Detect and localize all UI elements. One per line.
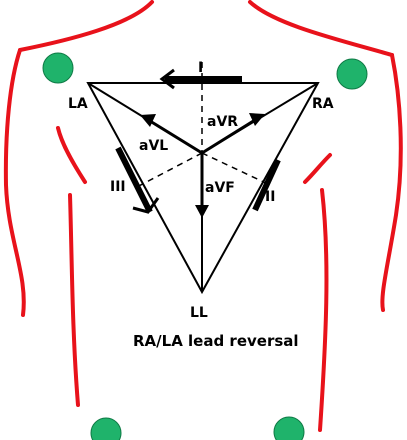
right-armpit-line [303, 153, 332, 184]
electrode-la-circle [42, 52, 74, 84]
label-lead-iii: III [110, 179, 126, 195]
label-avf: aVF [205, 180, 235, 196]
label-avr: aVR [207, 114, 238, 130]
right-torso-side-line [318, 188, 329, 432]
diagram-labels: LA RA LL I II III aVL aVR aVF [68, 60, 334, 321]
avr-arrowhead [249, 113, 265, 126]
electrode-ra-circle [336, 58, 368, 90]
lead-vectors [115, 68, 281, 214]
right-outer-arm-line [380, 53, 403, 312]
lead-iii-bar [115, 146, 153, 214]
avf-arrowhead [195, 205, 209, 218]
triangle-edges [86, 82, 320, 295]
augmented-vectors [140, 113, 265, 218]
lead-i-arrowhead [159, 68, 175, 90]
torso-outline [3, 0, 403, 432]
left-outer-arm-line [3, 48, 26, 317]
label-avl: aVL [139, 138, 168, 154]
avr-arrow-shaft [200, 118, 257, 155]
label-ll: LL [190, 305, 208, 321]
electrode-right-leg-circle [273, 416, 305, 440]
caption-lead-reversal: RA/LA lead reversal [133, 332, 299, 350]
electrode-left-leg-circle [90, 417, 122, 440]
electrodes [42, 52, 368, 440]
left-torso-side-line [68, 193, 80, 407]
left-neck-shoulder-line [18, 0, 154, 52]
label-la: LA [68, 96, 88, 112]
left-armpit-line [56, 126, 87, 184]
lead-iii-arrowhead [132, 197, 160, 214]
avl-arrow-shaft [148, 119, 204, 155]
dashed-axis-lead-iii [134, 152, 203, 189]
dashed-axis-lead-ii [201, 152, 271, 186]
lead-ii-bar [252, 158, 281, 212]
avl-arrowhead [140, 114, 156, 127]
label-ra: RA [312, 96, 334, 112]
label-lead-i: I [198, 60, 203, 76]
label-lead-ii: II [265, 189, 275, 205]
right-neck-shoulder-line [248, 0, 394, 57]
